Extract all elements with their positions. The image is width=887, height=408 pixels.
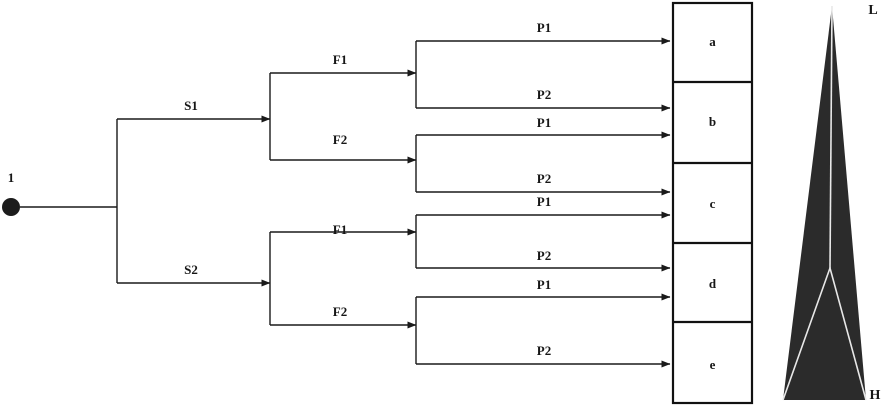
gradient-wedge-group bbox=[782, 5, 867, 401]
outcome-cell-label-a: a bbox=[709, 34, 716, 49]
wedge-shape bbox=[783, 6, 866, 400]
root-node-group bbox=[2, 198, 117, 216]
edge-label-p1-3: P1 bbox=[537, 115, 551, 130]
connector-wires-group bbox=[116, 37, 671, 368]
edge-label-p1-7: P1 bbox=[537, 277, 551, 292]
outcome-column-group bbox=[671, 1, 754, 405]
edge-label-p2-8: P2 bbox=[537, 343, 551, 358]
outcome-cell-label-d: d bbox=[709, 276, 717, 291]
edge-label-p1-5: P1 bbox=[537, 194, 551, 209]
edge-label-f1-3: F1 bbox=[333, 222, 347, 237]
edge-label-s2: S2 bbox=[184, 262, 198, 277]
outcome-cell-label-c: c bbox=[710, 196, 716, 211]
edge-label-f2-2: F2 bbox=[333, 132, 347, 147]
root-node-label: 1 bbox=[8, 170, 15, 185]
root-node-dot bbox=[2, 198, 20, 216]
edge-label-s1: S1 bbox=[184, 98, 198, 113]
edge-label-f2-4: F2 bbox=[333, 304, 347, 319]
outcome-cell-label-e: e bbox=[710, 357, 716, 372]
wedge-label-high: H bbox=[870, 388, 881, 403]
outcome-cell-label-b: b bbox=[709, 114, 716, 129]
edge-label-p2-4: P2 bbox=[537, 171, 551, 186]
edge-label-p2-2: P2 bbox=[537, 87, 551, 102]
edge-label-p2-6: P2 bbox=[537, 248, 551, 263]
outcome-column-outline bbox=[671, 1, 754, 405]
wedge-center-line bbox=[829, 5, 833, 269]
edge-label-p1-1: P1 bbox=[537, 20, 551, 35]
wedge-label-low: L bbox=[868, 3, 877, 18]
edge-label-f1-1: F1 bbox=[333, 52, 347, 67]
